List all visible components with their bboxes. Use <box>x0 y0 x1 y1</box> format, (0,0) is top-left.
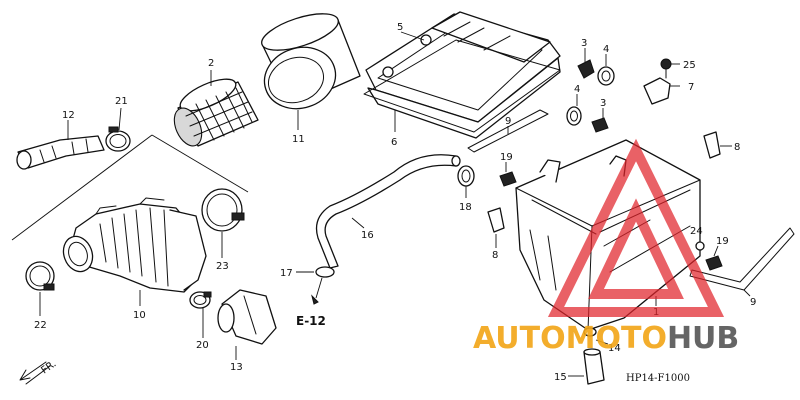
callout-18: 18 <box>459 202 472 213</box>
part-9-strip-right <box>689 227 795 297</box>
callout-11: 11 <box>292 134 305 145</box>
part-19-bolt-left <box>499 162 517 187</box>
part-19-bolt-right <box>705 245 723 271</box>
callout-24: 24 <box>690 226 703 237</box>
part-8-clip-right <box>703 131 732 159</box>
callout-20: 20 <box>196 340 209 351</box>
part-23-clamp <box>201 188 245 258</box>
callout-17: 17 <box>280 268 293 279</box>
callout-21: 21 <box>115 96 128 107</box>
callout-13: 13 <box>230 362 243 373</box>
part-2-filter-element <box>173 70 259 147</box>
callout-15: 15 <box>554 372 567 383</box>
watermark: AUTOMOTOHUB <box>473 138 739 356</box>
callout-25: 25 <box>683 60 696 71</box>
callout-3b: 3 <box>600 98 606 109</box>
part-14-clip <box>583 327 609 345</box>
group-outline-lines <box>11 134 249 241</box>
part-10-case-left <box>62 197 207 306</box>
front-direction-arrow <box>19 361 51 385</box>
part-24-nut <box>695 236 705 251</box>
callout-14: 14 <box>608 343 621 354</box>
callout-2: 2 <box>208 58 214 69</box>
part-7-bracket <box>643 77 680 105</box>
part-11-filter-cover <box>261 13 361 130</box>
callout-19b: 19 <box>716 236 729 247</box>
part-6-seal <box>363 39 561 133</box>
part-17-clip <box>296 266 335 305</box>
callout-16: 16 <box>361 230 374 241</box>
watermark-hub: HUB <box>667 321 739 356</box>
part-20-clamp <box>189 291 212 338</box>
front-direction-label: FR. <box>39 359 58 377</box>
callout-19: 19 <box>500 152 513 163</box>
callout-22: 22 <box>34 320 47 331</box>
callout-23: 23 <box>216 261 229 272</box>
callout-labels: 1 2 3 3 4 4 5 6 7 8 8 9 9 10 11 12 13 14… <box>34 22 756 383</box>
part-15-drain-plug <box>568 348 605 385</box>
parts-3-4-grommets <box>566 48 615 133</box>
watermark-moto: MOTO <box>566 321 667 356</box>
part-12-intake-tube <box>16 120 105 170</box>
part-5-lid <box>365 11 561 139</box>
part-13-boot <box>217 289 277 360</box>
callout-4b: 4 <box>574 84 580 95</box>
watermark-text: AUTOMOTOHUB <box>473 321 739 356</box>
callout-10: 10 <box>133 310 146 321</box>
watermark-triangle-logo <box>547 138 725 317</box>
callout-7: 7 <box>688 82 694 93</box>
callout-6: 6 <box>391 137 397 148</box>
callout-9: 9 <box>505 116 511 127</box>
part-25-bolt <box>660 58 680 79</box>
part-18-grommet <box>457 165 475 198</box>
callout-8: 8 <box>734 142 740 153</box>
part-22-clamp <box>25 261 55 316</box>
part-21-clamp <box>105 107 131 152</box>
part-8-clip-left <box>487 207 505 248</box>
callout-8b: 8 <box>492 250 498 261</box>
part-9-strip-top <box>467 109 549 153</box>
watermark-auto: AUTO <box>473 321 566 356</box>
diagram-code: HP14-F1000 <box>626 373 690 384</box>
callout-9b: 9 <box>750 297 756 308</box>
callout-5: 5 <box>397 22 403 33</box>
callout-4: 4 <box>603 44 609 55</box>
reference-e12: E-12 <box>296 314 326 328</box>
callout-12: 12 <box>62 110 75 121</box>
part-16-hose <box>315 154 461 269</box>
callout-3: 3 <box>581 38 587 49</box>
